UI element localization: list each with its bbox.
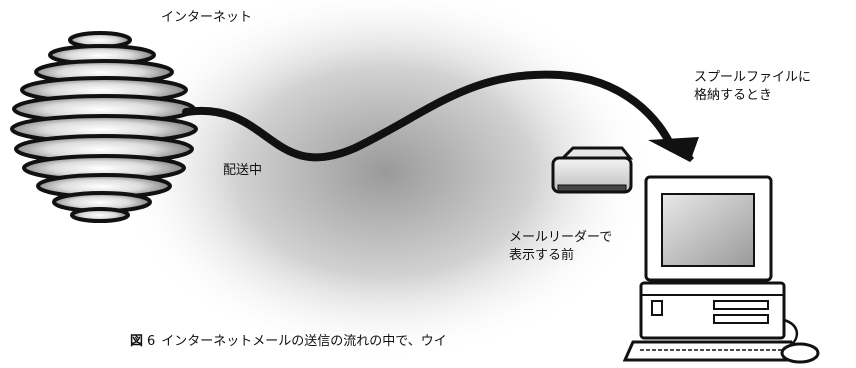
hard-disk-icon bbox=[551, 146, 634, 194]
caption-text: インターネットメールの送信の流れの中で、ウイ bbox=[161, 334, 447, 349]
delivering-label: 配送中 bbox=[223, 163, 263, 178]
before-label-line-1: メールリーダーで bbox=[509, 230, 613, 245]
arrowhead-icon bbox=[648, 137, 699, 162]
figure-word: 図 bbox=[130, 334, 144, 349]
background-glow bbox=[115, 0, 655, 362]
spool-label-line-2: 格納するとき bbox=[694, 88, 773, 103]
before-label-line-2: 表示する前 bbox=[509, 248, 575, 263]
computer-icon bbox=[622, 175, 820, 364]
spool-file-label: スプールファイルに 格納するとき bbox=[694, 69, 811, 105]
spool-label-line-1: スプールファイルに bbox=[694, 70, 812, 85]
figure-number: 6 bbox=[147, 334, 156, 349]
internet-label: インターネット bbox=[161, 10, 253, 25]
delivery-path bbox=[182, 70, 676, 162]
before-display-label: メールリーダーで 表示する前 bbox=[509, 229, 612, 265]
internet-globe-icon bbox=[10, 31, 198, 223]
